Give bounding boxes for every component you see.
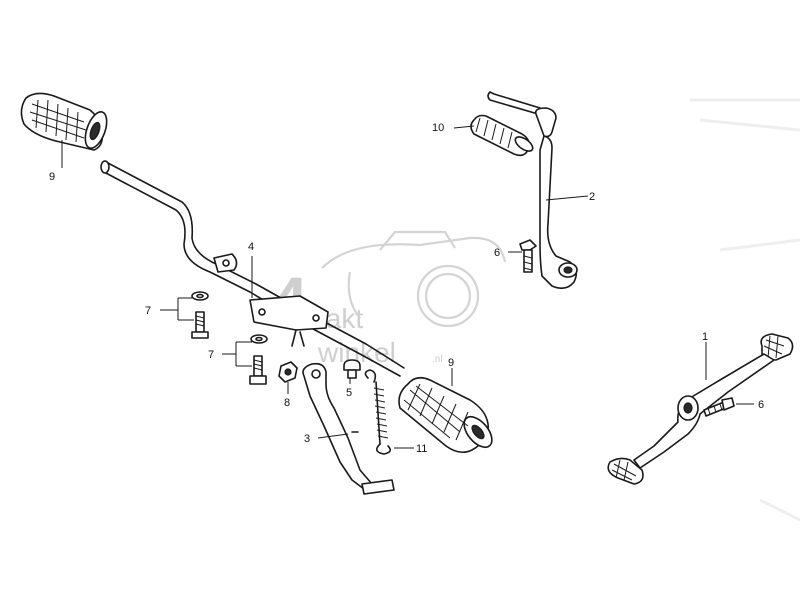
- bolt-washer-upper: [191, 291, 209, 339]
- callout-9-right: 9: [448, 357, 454, 369]
- callout-6-pedal: 6: [758, 399, 764, 411]
- foot-rubber-left: [20, 92, 108, 151]
- callout-9-left: 9: [49, 171, 55, 183]
- callout-1: 1: [702, 331, 708, 343]
- return-spring: [364, 369, 392, 455]
- side-stand: [302, 362, 395, 495]
- callout-3: 3: [304, 433, 310, 445]
- callout-6-kick: 6: [494, 247, 500, 259]
- callout-7-upper: 7: [145, 305, 151, 317]
- callout-11: 11: [416, 443, 427, 455]
- foot-rubber-right: [398, 376, 493, 454]
- callout-5: 5: [346, 387, 352, 399]
- kick-rubber: [470, 114, 534, 157]
- callout-10: 10: [432, 122, 444, 134]
- pivot-bolt: [343, 359, 361, 379]
- footrest-bar: [100, 160, 405, 377]
- kick-pinch-bolt: [519, 239, 537, 273]
- callout-8: 8: [284, 397, 290, 409]
- gear-pedal: [607, 333, 794, 485]
- callout-4: 4: [248, 241, 254, 253]
- watermark-fender: [347, 271, 361, 319]
- callout-2: 2: [589, 191, 595, 203]
- nut: [278, 361, 298, 383]
- watermark-suffix: .nl: [432, 354, 443, 365]
- watermark-wheel-inner: [424, 272, 472, 320]
- watermark-scooter-outline: [321, 230, 507, 269]
- kick-lever: [487, 91, 578, 290]
- ghost-marks: [690, 98, 800, 522]
- bolt-washer-lower: [249, 334, 268, 385]
- pedal-pinch-bolt: [703, 397, 735, 417]
- callout-7-lower: 7: [208, 349, 214, 361]
- leader-lines: [61, 125, 754, 449]
- callout-labels: 9 10 2 6 4 7 7 8 5 9 3 11 1 6: [49, 122, 764, 455]
- watermark-wheel: [416, 264, 480, 328]
